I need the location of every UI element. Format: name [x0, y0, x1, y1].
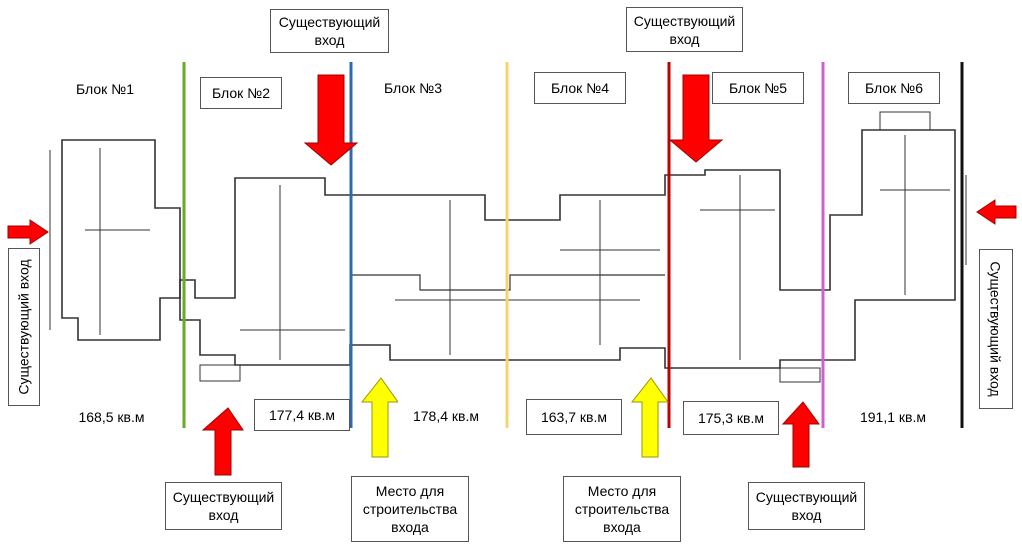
block-4-name: Блок №4: [534, 72, 626, 104]
existing-entrance-label-bottom-left: Существующий вход: [165, 482, 282, 530]
balcony: [879, 111, 931, 131]
block-4-area: 163,7 кв.м: [526, 399, 622, 435]
entrance-arrow-up-icon: [781, 401, 820, 468]
existing-entrance-label-top-right: Существующий вход: [626, 7, 743, 52]
block-3-name: Блок №3: [372, 72, 454, 104]
block-2-name: Блок №2: [200, 77, 282, 109]
block-1-name: Блок №1: [64, 73, 146, 105]
entrance-arrow-up-icon: [201, 407, 244, 476]
block-5-area: 175,3 кв.м: [683, 401, 779, 435]
entrance-arrow-down-icon: [303, 74, 359, 166]
new-entrance-site-label-right: Место для строительства входа: [563, 476, 681, 542]
wing-left-outline: [61, 139, 181, 341]
block-6-area: 191,1 кв.м: [845, 401, 941, 433]
entrance-arrow-right-icon: [7, 219, 49, 245]
existing-entrance-label-bottom-right: Существующий вход: [748, 482, 865, 530]
entrance-arrow-left-icon: [976, 199, 1017, 225]
existing-entrance-label-left-side: Существующий вход: [8, 248, 40, 406]
wing-center-outline: [179, 129, 956, 369]
existing-entrance-label-right-side: Существующий вход: [979, 249, 1013, 409]
new-entrance-arrow-up-icon: [360, 377, 399, 458]
block-1-area: 168,5 кв.м: [64, 401, 159, 433]
existing-entrance-label-top-left: Существующий вход: [270, 9, 389, 53]
block-2-area: 177,4 кв.м: [254, 399, 350, 431]
vertical-label-text: Существующий вход: [988, 261, 1004, 397]
new-entrance-arrow-up-icon: [630, 377, 669, 458]
entrance-arrow-down-icon: [668, 74, 724, 163]
block-5-name: Блок №5: [712, 72, 804, 104]
stair-steps: [199, 364, 241, 382]
block-6-name: Блок №6: [848, 72, 940, 104]
center-corridor: [350, 274, 665, 291]
block-3-area: 178,4 кв.м: [398, 400, 494, 432]
vertical-label-text: Существующий вход: [16, 259, 32, 395]
stair-steps: [779, 367, 821, 383]
new-entrance-site-label-left: Место для строительства входа: [351, 476, 469, 542]
